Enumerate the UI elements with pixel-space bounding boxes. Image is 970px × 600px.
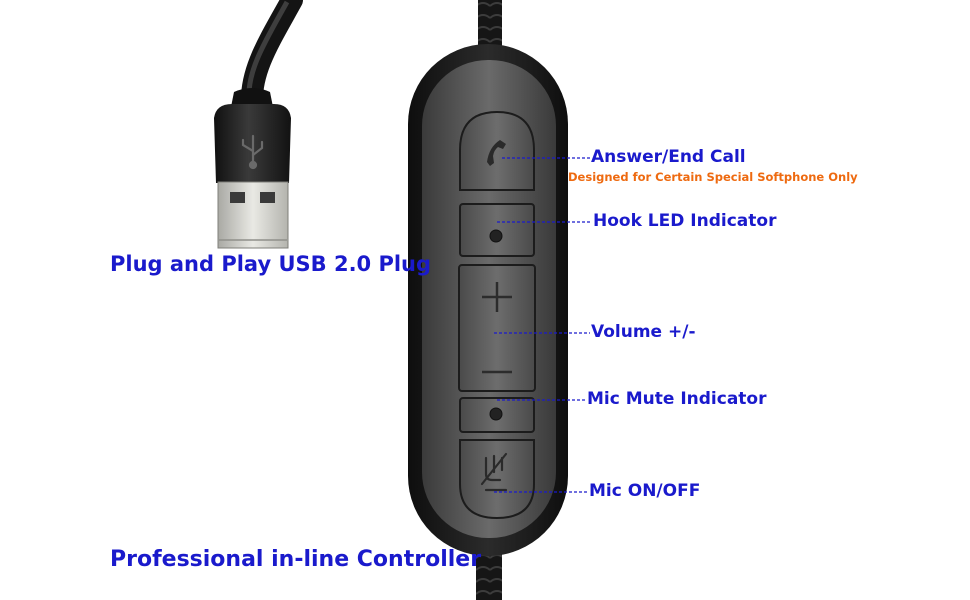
controller-label: Professional in-line Controller xyxy=(110,547,482,572)
leader-lines xyxy=(494,157,592,493)
volume-callout: Volume +/- xyxy=(591,322,696,342)
answer-call-button[interactable] xyxy=(459,110,535,191)
plus-icon xyxy=(482,282,512,312)
usb-plug-label: Plug and Play USB 2.0 Plug xyxy=(110,252,432,276)
led-dot-icon xyxy=(489,407,503,421)
answer-call-callout: Answer/End Call xyxy=(591,147,746,167)
usb-logo-icon xyxy=(241,134,264,170)
mic-mute-icon xyxy=(480,452,508,492)
softphone-note: Designed for Certain Special Softphone O… xyxy=(568,170,858,184)
mic-mute-indicator xyxy=(459,397,535,433)
hook-led-panel xyxy=(459,203,535,257)
hook-led-callout: Hook LED Indicator xyxy=(593,211,777,231)
mic-button[interactable] xyxy=(459,439,535,520)
usb-plug xyxy=(214,88,291,249)
led-dot-icon xyxy=(489,229,503,243)
inline-controller xyxy=(408,44,568,556)
mic-on-off-callout: Mic ON/OFF xyxy=(589,481,701,501)
mic-mute-callout: Mic Mute Indicator xyxy=(587,389,767,409)
phone-handset-icon xyxy=(487,140,506,166)
volume-rocker[interactable] xyxy=(458,264,536,392)
